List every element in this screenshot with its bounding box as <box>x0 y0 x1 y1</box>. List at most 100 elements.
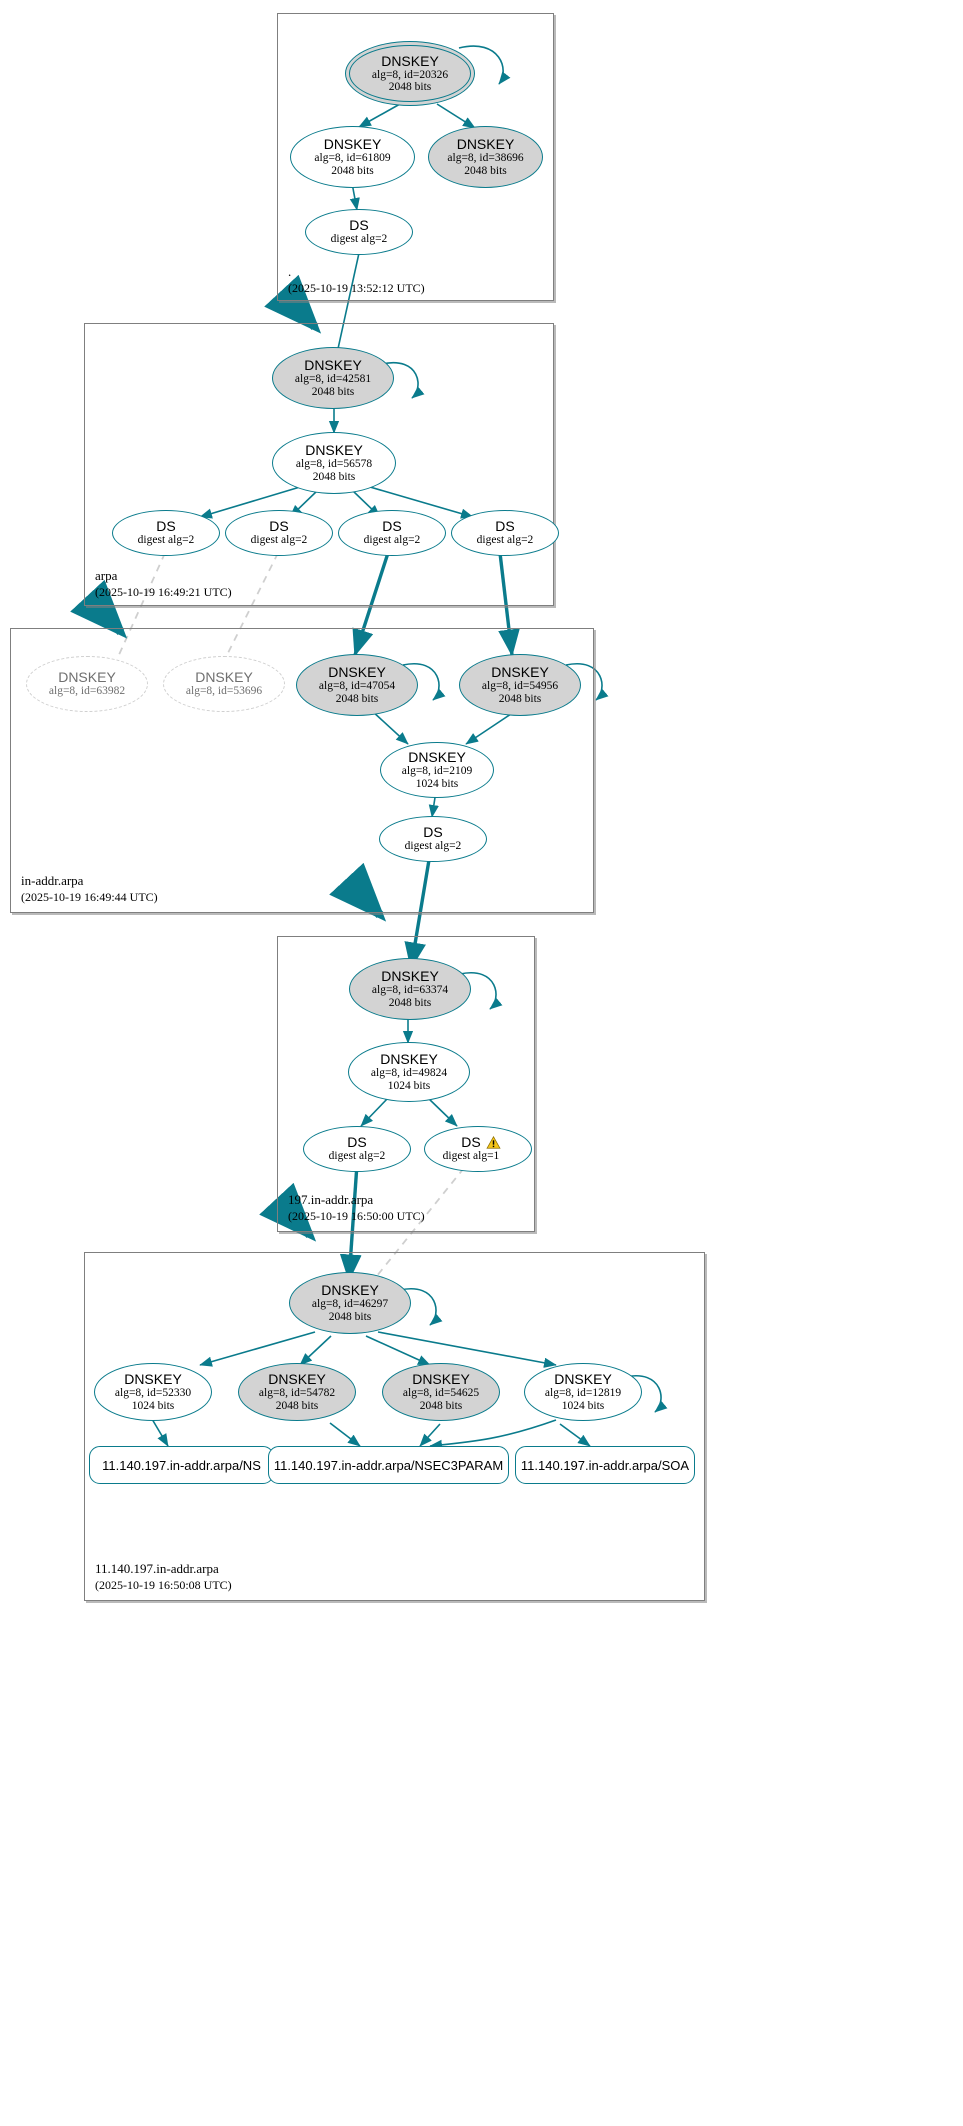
zone-timestamp: (2025-10-19 16:50:08 UTC) <box>95 1578 232 1592</box>
node-bits: 1024 bits <box>561 1399 605 1412</box>
dnskey-node-leaf-52330[interactable]: DNSKEY alg=8, id=52330 1024 bits <box>94 1363 212 1421</box>
node-shape <box>225 510 333 556</box>
zone-name: arpa <box>95 568 118 583</box>
node-digest: digest alg=2 <box>363 534 421 547</box>
dnskey-node-leaf-ksk-46297[interactable]: DNSKEY alg=8, id=46297 2048 bits <box>289 1272 411 1334</box>
node-type: DS <box>349 217 369 234</box>
node-type: DS <box>423 824 443 841</box>
zone-timestamp: (2025-10-19 13:52:12 UTC) <box>288 281 425 295</box>
node-alg: alg=8, id=2109 <box>401 765 473 778</box>
zone-label-11-140-197-in-addr-arpa: 11.140.197.in-addr.arpa (2025-10-19 16:5… <box>95 1561 232 1593</box>
node-type: DNSKEY <box>381 968 439 985</box>
node-type: DNSKEY <box>408 749 466 766</box>
ds-node-arpa-2[interactable]: DS digest alg=2 <box>225 510 333 556</box>
node-type: DS <box>347 1134 367 1151</box>
zone-box-in-addr-arpa <box>10 628 594 913</box>
node-shape <box>524 1363 642 1421</box>
zone-timestamp: (2025-10-19 16:49:21 UTC) <box>95 585 232 599</box>
dnskey-node-root-zsk-61809[interactable]: DNSKEY alg=8, id=61809 2048 bits <box>290 126 415 188</box>
rrset-nsec3param[interactable]: 11.140.197.in-addr.arpa/NSEC3PARAM <box>268 1446 509 1484</box>
node-alg: alg=8, id=54782 <box>258 1387 336 1400</box>
ds-node-arpa-3[interactable]: DS digest alg=2 <box>338 510 446 556</box>
warning-icon <box>486 1136 501 1149</box>
ds-node-197-digest-alg-2[interactable]: DS digest alg=2 <box>303 1126 411 1172</box>
node-alg: alg=8, id=61809 <box>314 152 391 165</box>
node-alg: alg=8, id=53696 <box>185 685 263 698</box>
node-bits: 2048 bits <box>331 164 374 177</box>
zone-label-root: . (2025-10-19 13:52:12 UTC) <box>288 264 425 296</box>
node-type: DNSKEY <box>412 1371 470 1388</box>
node-type: DNSKEY <box>323 136 382 153</box>
dnskey-node-in-addr-53696[interactable]: DNSKEY alg=8, id=53696 <box>163 656 285 712</box>
node-digest: digest alg=1 <box>442 1150 500 1163</box>
dnskey-node-in-addr-63982[interactable]: DNSKEY alg=8, id=63982 <box>26 656 148 712</box>
zone-name: in-addr.arpa <box>21 873 84 888</box>
rrset-soa[interactable]: 11.140.197.in-addr.arpa/SOA <box>515 1446 695 1484</box>
node-type: DNSKEY <box>268 1371 326 1388</box>
node-type: DNSKEY <box>456 136 515 153</box>
node-type: DNSKEY <box>328 664 386 681</box>
node-bits: 1024 bits <box>387 1079 431 1092</box>
node-alg: alg=8, id=47054 <box>318 680 396 693</box>
dnskey-node-leaf-54782[interactable]: DNSKEY alg=8, id=54782 2048 bits <box>238 1363 356 1421</box>
dnskey-node-root-ksk-20326[interactable]: DNSKEY alg=8, id=20326 2048 bits <box>345 41 475 106</box>
zone-timestamp: (2025-10-19 16:49:44 UTC) <box>21 890 158 904</box>
dnskey-node-leaf-12819[interactable]: DNSKEY alg=8, id=12819 1024 bits <box>524 1363 642 1421</box>
node-shape <box>424 1126 532 1172</box>
node-shape <box>296 654 418 716</box>
node-type: DNSKEY <box>554 1371 612 1388</box>
node-type: DS <box>382 518 402 535</box>
node-alg: alg=8, id=52330 <box>114 1387 192 1400</box>
node-alg: alg=8, id=38696 <box>447 152 524 165</box>
node-bits: 2048 bits <box>388 81 432 94</box>
dnskey-node-in-addr-ksk-47054[interactable]: DNSKEY alg=8, id=47054 2048 bits <box>296 654 418 716</box>
node-type: DNSKEY <box>380 1051 438 1068</box>
zone-box-11-140-197-in-addr-arpa <box>84 1252 705 1601</box>
node-digest: digest alg=2 <box>137 534 195 547</box>
ds-node-arpa-1[interactable]: DS digest alg=2 <box>112 510 220 556</box>
dnskey-node-197-ksk-63374[interactable]: DNSKEY alg=8, id=63374 2048 bits <box>349 958 471 1020</box>
ds-node-root[interactable]: DS digest alg=2 <box>305 209 413 255</box>
dnskey-node-197-zsk-49824[interactable]: DNSKEY alg=8, id=49824 1024 bits <box>348 1042 470 1102</box>
node-digest: digest alg=2 <box>328 1150 386 1163</box>
node-shape <box>290 126 415 188</box>
dnskey-node-root-38696[interactable]: DNSKEY alg=8, id=38696 2048 bits <box>428 126 543 188</box>
node-type: DS <box>269 518 289 535</box>
node-shape <box>382 1363 500 1421</box>
node-alg: alg=8, id=54625 <box>402 1387 480 1400</box>
node-type: DNSKEY <box>305 442 363 459</box>
ds-node-in-addr[interactable]: DS digest alg=2 <box>379 816 487 862</box>
dnskey-node-arpa-ksk-42581[interactable]: DNSKEY alg=8, id=42581 2048 bits <box>272 347 394 409</box>
node-bits: 2048 bits <box>419 1399 463 1412</box>
node-shape <box>305 209 413 255</box>
ds-node-arpa-4[interactable]: DS digest alg=2 <box>451 510 559 556</box>
node-bits: 2048 bits <box>464 164 507 177</box>
node-bits: 2048 bits <box>275 1399 319 1412</box>
node-alg: alg=8, id=54956 <box>481 680 559 693</box>
node-shape <box>26 656 148 712</box>
zone-timestamp: (2025-10-19 16:50:00 UTC) <box>288 1209 425 1223</box>
node-bits: 1024 bits <box>415 777 459 790</box>
node-shape <box>428 126 543 188</box>
node-type: DS <box>495 518 515 535</box>
rrset-ns[interactable]: 11.140.197.in-addr.arpa/NS <box>89 1446 274 1484</box>
node-alg: alg=8, id=63374 <box>371 984 449 997</box>
zone-label-in-addr-arpa: in-addr.arpa (2025-10-19 16:49:44 UTC) <box>21 873 158 905</box>
node-type: DNSKEY <box>58 669 116 686</box>
node-shape <box>380 742 494 798</box>
dnskey-node-in-addr-ksk-54956[interactable]: DNSKEY alg=8, id=54956 2048 bits <box>459 654 581 716</box>
dnskey-node-arpa-zsk-56578[interactable]: DNSKEY alg=8, id=56578 2048 bits <box>272 432 396 494</box>
node-digest: digest alg=2 <box>330 233 388 246</box>
ds-node-197-digest-alg-1[interactable]: DS digest alg=1 <box>424 1126 532 1172</box>
node-bits: 2048 bits <box>335 692 379 705</box>
dnskey-node-in-addr-zsk-2109[interactable]: DNSKEY alg=8, id=2109 1024 bits <box>380 742 494 798</box>
dnskey-node-leaf-54625[interactable]: DNSKEY alg=8, id=54625 2048 bits <box>382 1363 500 1421</box>
node-shape <box>272 432 396 494</box>
node-alg: alg=8, id=12819 <box>544 1387 622 1400</box>
node-type: DS <box>156 518 176 535</box>
node-shape <box>112 510 220 556</box>
node-shape <box>451 510 559 556</box>
rrset-label: 11.140.197.in-addr.arpa/SOA <box>520 1457 690 1473</box>
zone-box-197-in-addr-arpa <box>277 936 535 1232</box>
